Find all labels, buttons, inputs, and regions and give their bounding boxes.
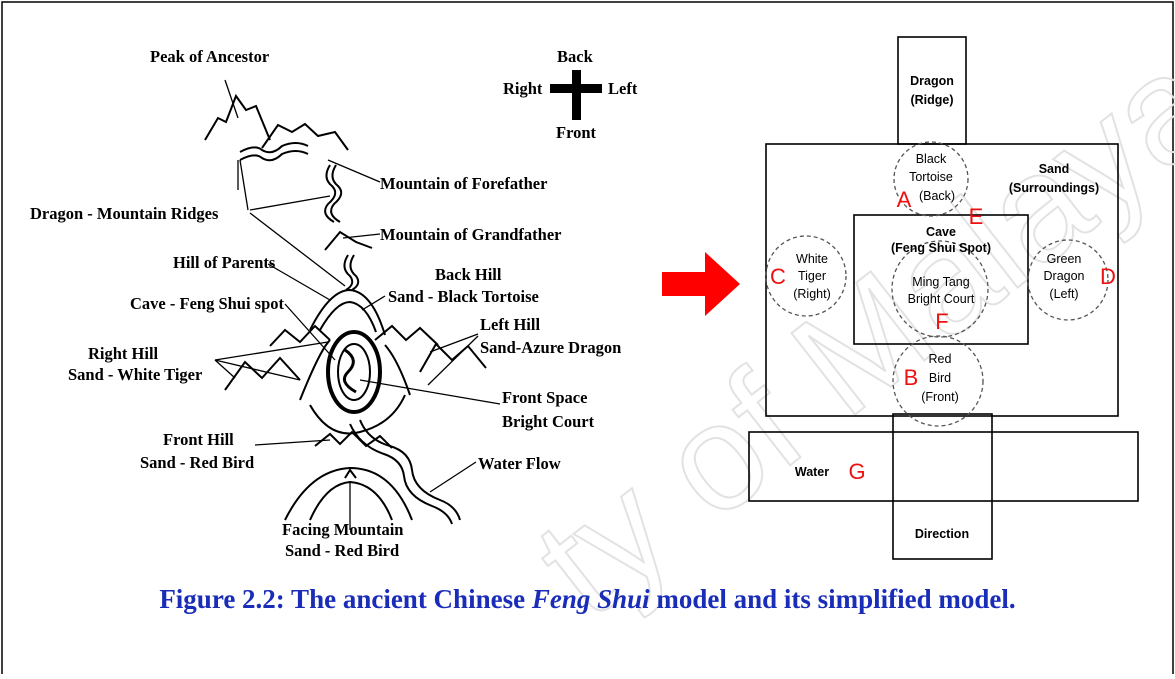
dragon-label: Dragon [910,74,954,88]
black-tortoise-line-2: Tortoise [909,170,953,184]
label-hill-of-parents: Hill of Parents [173,253,276,272]
green-dragon-line-2: Dragon [1044,269,1085,283]
label-mountain-of-grandfather: Mountain of Grandfather [380,225,562,244]
label-front-hill: Front Hill [163,430,234,449]
compass-left: Left [608,79,638,98]
label-facing-mountain: Facing Mountain [282,520,403,539]
label-facing-mountain-sand: Sand - Red Bird [285,541,399,560]
compass-cross [550,70,602,120]
caption-prefix: Figure 2.2: The ancient Chinese [159,584,532,614]
letter-b: B [904,365,919,390]
red-bird-line-3: (Front) [921,390,959,404]
dragon-ridge-1 [325,165,335,222]
letter-c: C [770,264,786,289]
label-front-hill-sand: Sand - Red Bird [140,453,254,472]
compass-back: Back [557,47,594,66]
green-dragon-line-1: Green [1047,252,1082,266]
label-left-hill-sand: Sand-Azure Dragon [480,338,621,357]
left-hill [420,344,486,372]
red-bird-line-2: Bird [929,371,951,385]
cave-label: Cave [926,225,956,239]
green-dragon-line-3: (Left) [1049,287,1078,301]
cave-spot-label: (Feng Shui Spot) [891,241,991,255]
red-bird-line-1: Red [929,352,952,366]
letter-f: F [935,309,948,334]
sand-label: Sand [1039,162,1070,176]
letter-e: E [969,204,984,229]
letter-g: G [848,459,865,484]
label-right-hill: Right Hill [88,344,159,363]
dragon-ridge-label: (Ridge) [910,93,953,107]
label-mountain-of-forefather: Mountain of Forefather [380,174,547,193]
figure-caption: Figure 2.2: The ancient Chinese Feng Shu… [0,584,1175,615]
label-front-space: Front Space [502,388,587,407]
black-tortoise-line-1: Black [916,152,947,166]
label-left-hill: Left Hill [480,315,540,334]
ming-tang-line-2: Bright Court [908,292,975,306]
white-tiger-line-3: (Right) [793,287,831,301]
black-tortoise-line-3: (Back) [919,189,955,203]
water-flow [360,420,460,520]
direction-label: Direction [915,527,969,541]
dragon-box [898,37,966,144]
transition-arrow [662,252,740,316]
label-water-flow: Water Flow [478,454,561,473]
letter-d: D [1100,264,1116,289]
sand-surroundings-label: (Surroundings) [1009,181,1099,195]
letter-a: A [897,187,912,212]
label-peak-of-ancestor: Peak of Ancestor [150,47,269,66]
right-hill [225,358,300,390]
label-cave: Cave - Feng Shui spot [130,294,285,313]
ming-tang-line-1: Ming Tang [912,275,969,289]
facing-mountain [285,468,412,520]
label-bright-court: Bright Court [502,412,595,431]
compass-right: Right [503,79,543,98]
caption-italic: Feng Shui [532,584,650,614]
white-tiger-line-2: Tiger [798,269,826,283]
water-label: Water [795,465,829,479]
label-back-hill: Back Hill [435,265,502,284]
compass-front: Front [556,123,597,142]
caption-suffix: model and its simplified model. [650,584,1016,614]
label-right-hill-sand: Sand - White Tiger [68,365,202,384]
label-dragon-mountain-ridges: Dragon - Mountain Ridges [30,204,219,223]
watermark: ty of Malaya [505,17,1175,648]
white-tiger-line-1: White [796,252,828,266]
label-back-hill-sand: Sand - Black Tortoise [388,287,539,306]
